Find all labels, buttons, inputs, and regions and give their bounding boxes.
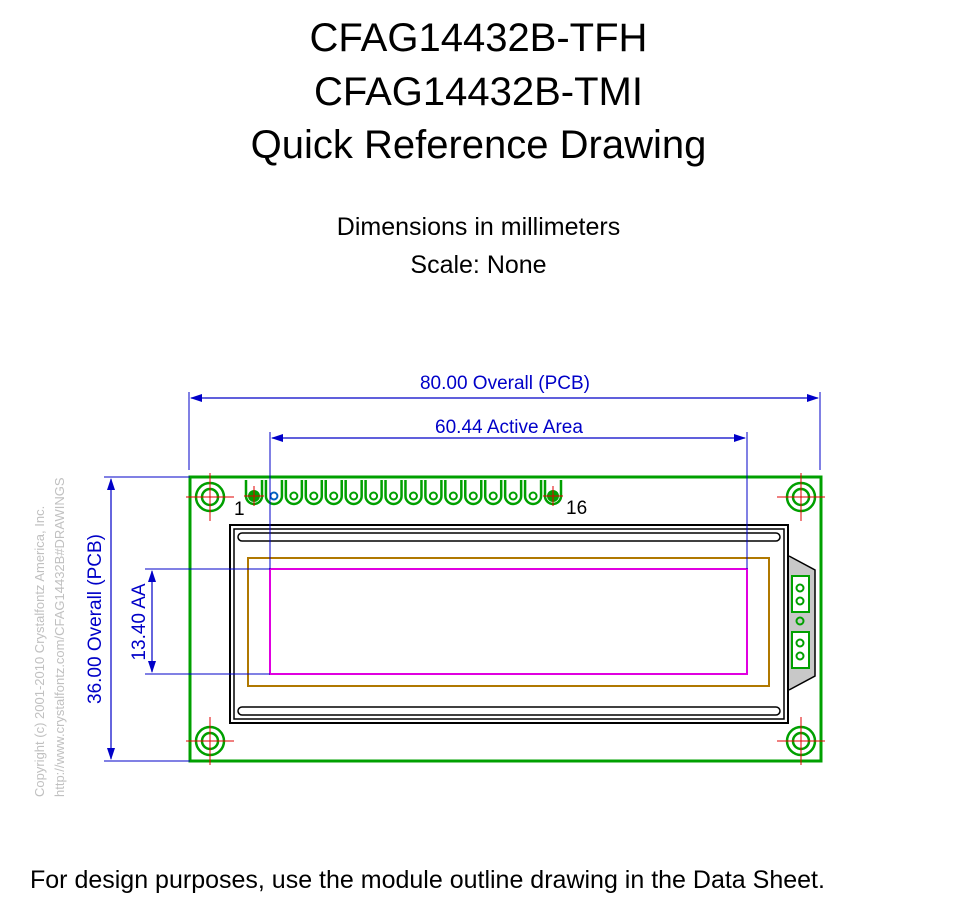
title-line-2: CFAG14432B-TMI (313, 70, 643, 114)
connector-pin-10 (424, 480, 443, 506)
dimension-overall-height: 36.00 Overall (PCB) (85, 476, 190, 762)
connector-pin-8 (384, 480, 403, 506)
connector-pin-7 (364, 480, 383, 506)
connector-pin-11 (444, 480, 463, 506)
connector-pin-4 (304, 480, 324, 506)
copyright-line-1: Copyright (c) 2001-2010 Crystalfontz Ame… (32, 506, 47, 797)
copyright-url: http://www.crystalfontz.com/CFAG14432B#D… (52, 477, 67, 797)
active-height-label: 13.40 AA (129, 583, 150, 660)
active-area-outline (269, 568, 748, 675)
mounting-hole-bottom-right (777, 717, 825, 765)
title-line-3: Quick Reference Drawing (250, 123, 707, 167)
connector-pin-6 (344, 480, 363, 506)
connector-pin-row (244, 480, 563, 506)
title-line-1: CFAG14432B-TFH (309, 16, 648, 60)
active-width-label: 60.44 Active Area (435, 417, 583, 438)
backlight-tab (788, 555, 816, 691)
connector-pin-9 (404, 480, 423, 506)
pin-16-label: 16 (566, 498, 587, 519)
connector-pin-16 (543, 480, 563, 506)
pin-1-label: 1 (234, 499, 245, 520)
units-note: Dimensions in millimeters (336, 213, 621, 241)
connector-pin-14 (503, 480, 523, 506)
connector-pin-3 (284, 480, 304, 506)
connector-pin-15 (523, 480, 543, 506)
connector-pin-12 (464, 480, 483, 506)
lcd-bezel (229, 524, 789, 724)
mounting-hole-bottom-left (186, 717, 234, 765)
scale-note: Scale: None (410, 251, 547, 279)
mounting-hole-top-left (186, 473, 234, 521)
connector-pin-1 (244, 480, 264, 506)
overall-height-label: 36.00 Overall (PCB) (85, 534, 106, 704)
overall-width-label: 80.00 Overall (PCB) (420, 373, 590, 394)
connector-pin-13 (483, 480, 503, 506)
viewing-area-outline (247, 557, 770, 687)
dimension-overall-width: 80.00 Overall (PCB) (188, 373, 821, 470)
dimension-active-width: 60.44 Active Area (269, 417, 748, 569)
mounting-hole-top-right (777, 473, 825, 521)
design-note: For design purposes, use the module outl… (30, 866, 825, 894)
copyright-notice: Copyright (c) 2001-2010 Crystalfontz Ame… (32, 477, 67, 797)
connector-pin-5 (324, 480, 343, 506)
dimension-active-height: 13.40 AA (129, 568, 270, 675)
